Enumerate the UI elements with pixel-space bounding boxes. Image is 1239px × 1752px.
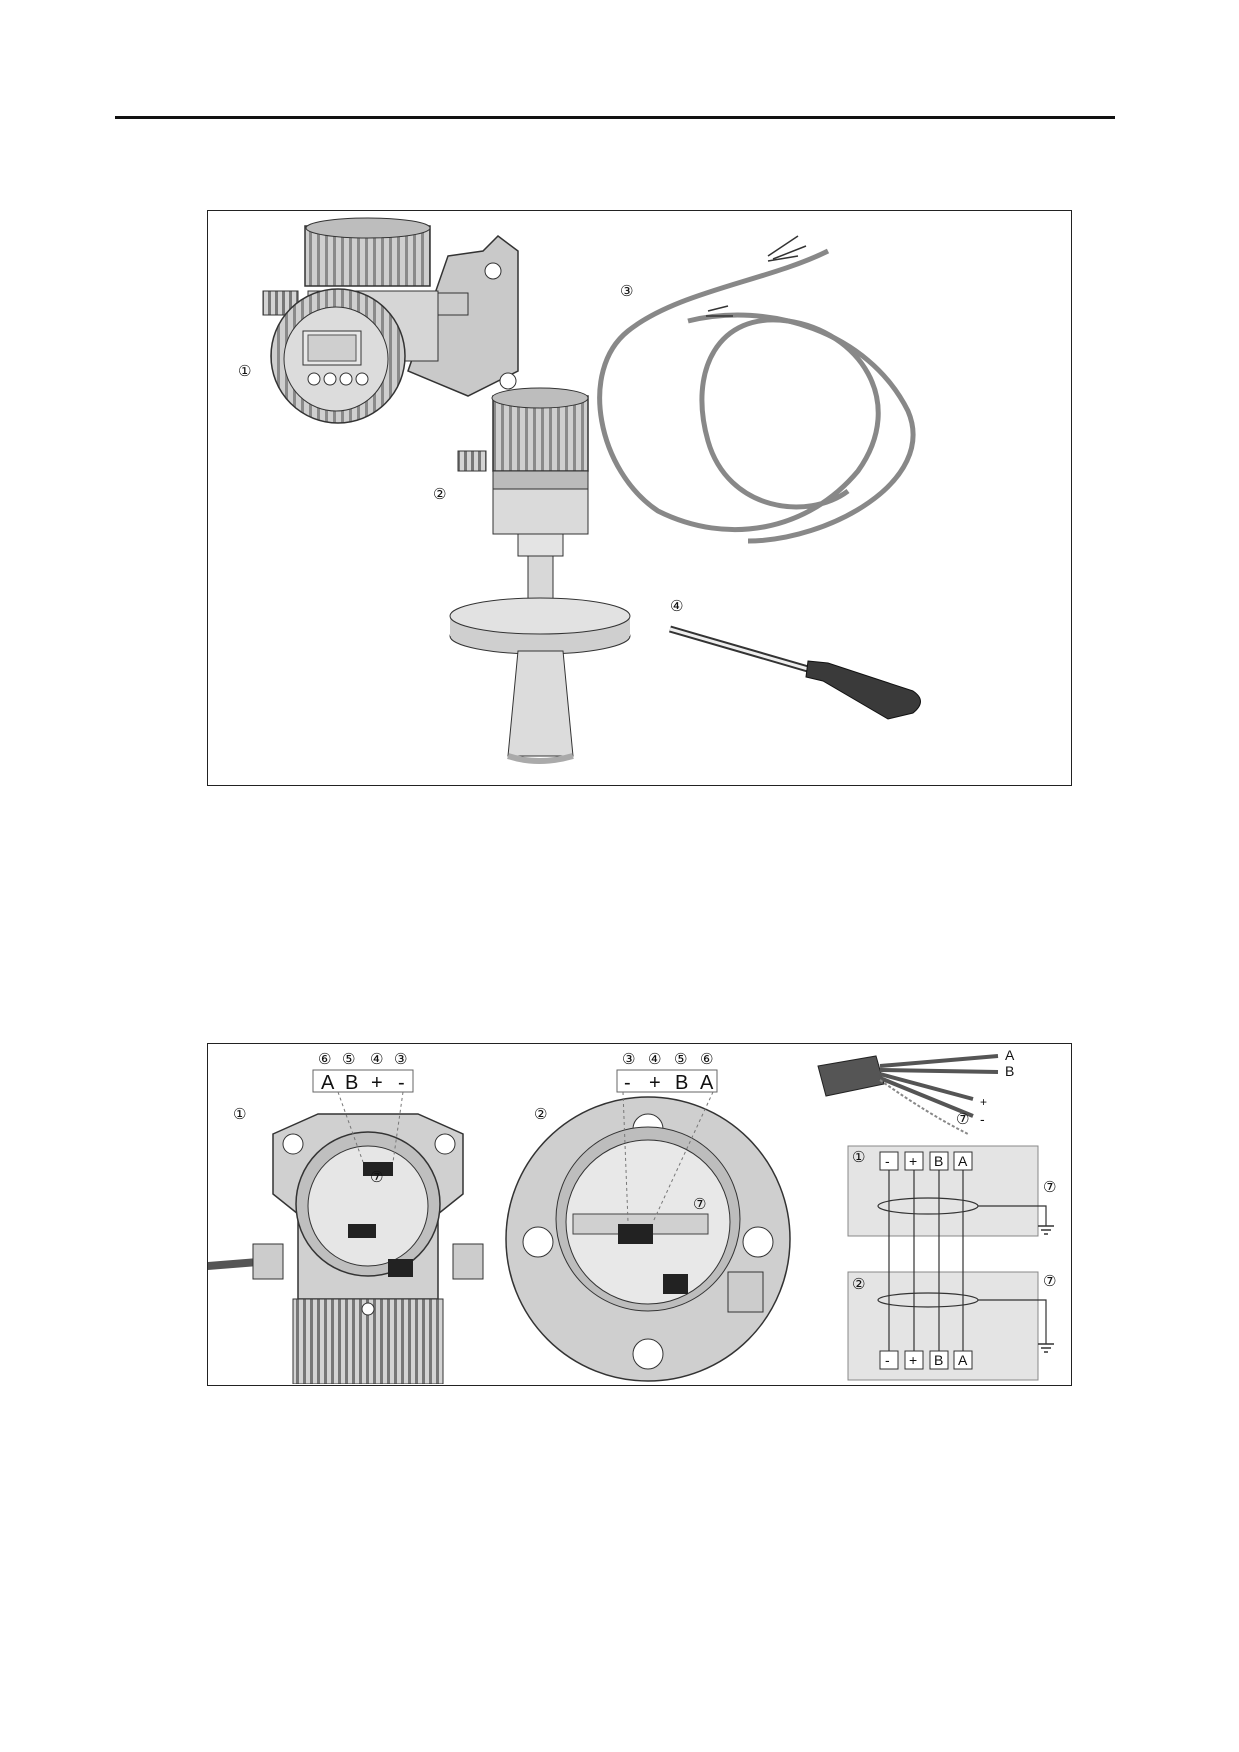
box2-terminal-B: B <box>934 1352 943 1368</box>
wiring-schematic: ① ② - + B A - + B A <box>847 1145 1056 1381</box>
strip1-letter-A: A <box>321 1072 335 1094</box>
strip1-letter-plus: + <box>371 1072 383 1094</box>
strip1-number-4: ④ <box>370 1050 383 1068</box>
strip2-number-5: ⑤ <box>674 1050 687 1068</box>
schematic-box2-terminals: - + B A <box>879 1350 973 1370</box>
callout-3: ③ <box>620 282 633 300</box>
callout-housing-1: ① <box>233 1105 246 1123</box>
callout-2: ② <box>433 485 446 503</box>
wire-label-minus: - <box>980 1111 985 1127</box>
box2-terminal-A: A <box>958 1352 968 1368</box>
ground-symbol-1 <box>1038 1225 1054 1235</box>
strip1-number-6: ⑥ <box>318 1050 331 1068</box>
wiring-figure: ① ⑥ ⑤ ④ ③ A B + - ② ③ ④ ⑤ ⑥ - + B <box>207 1043 1072 1386</box>
cable-wire-illustration: A B + - ⑦ <box>817 1047 1015 1135</box>
box2-shield-callout: ⑦ <box>1043 1272 1056 1290</box>
callout-housing-2: ② <box>534 1105 547 1123</box>
box1-terminal-minus: - <box>885 1153 890 1169</box>
strip1-number-3: ③ <box>394 1050 407 1068</box>
box2-terminal-plus: + <box>909 1352 917 1368</box>
header-rule <box>115 116 1115 119</box>
callout-shield-housing1: ⑦ <box>370 1168 383 1186</box>
strip2-number-4: ④ <box>648 1050 661 1068</box>
strip1-letter-minus: - <box>398 1072 405 1094</box>
strip2-letter-minus: - <box>624 1072 631 1094</box>
remote-display-illustration <box>262 217 519 424</box>
box1-terminal-B: B <box>934 1153 943 1169</box>
callout-4: ④ <box>670 597 683 615</box>
strip2-letter-A: A <box>700 1072 714 1094</box>
housing-2-illustration <box>505 1096 791 1382</box>
connection-cable-illustration <box>597 248 916 544</box>
wire-label-B: B <box>1005 1063 1014 1079</box>
strip2-number-3: ③ <box>622 1050 635 1068</box>
schematic-box1-label: ① <box>852 1148 865 1166</box>
ground-symbol-2 <box>1038 1343 1054 1353</box>
schematic-box1-terminals: - + B A <box>879 1151 973 1171</box>
wire-label-A: A <box>1005 1047 1015 1063</box>
cable-wire-ends <box>706 235 807 317</box>
housing-1-illustration <box>208 1113 484 1384</box>
terminal-strip-2: ③ ④ ⑤ ⑥ - + B A <box>616 1050 718 1223</box>
strip1-letter-B: B <box>345 1072 358 1094</box>
strip2-number-6: ⑥ <box>700 1050 713 1068</box>
strip2-letter-B: B <box>675 1072 688 1094</box>
strip2-letter-plus: + <box>649 1072 661 1094</box>
callout-shield-housing2: ⑦ <box>693 1195 706 1213</box>
screwdriver-illustration <box>669 625 921 720</box>
box1-shield-callout: ⑦ <box>1043 1178 1056 1196</box>
delivery-figure: ① ② ③ ④ <box>207 210 1072 786</box>
callout-shield-wire: ⑦ <box>956 1110 969 1128</box>
box2-terminal-minus: - <box>885 1352 890 1368</box>
box1-terminal-plus: + <box>909 1153 917 1169</box>
terminal-strip-1: ⑥ ⑤ ④ ③ A B + - <box>312 1050 414 1163</box>
callout-1: ① <box>238 362 251 380</box>
strip1-number-5: ⑤ <box>342 1050 355 1068</box>
wire-label-plus: + <box>980 1095 987 1109</box>
box1-terminal-A: A <box>958 1153 968 1169</box>
level-transmitter-illustration <box>449 387 631 764</box>
schematic-box2-label: ② <box>852 1275 865 1293</box>
